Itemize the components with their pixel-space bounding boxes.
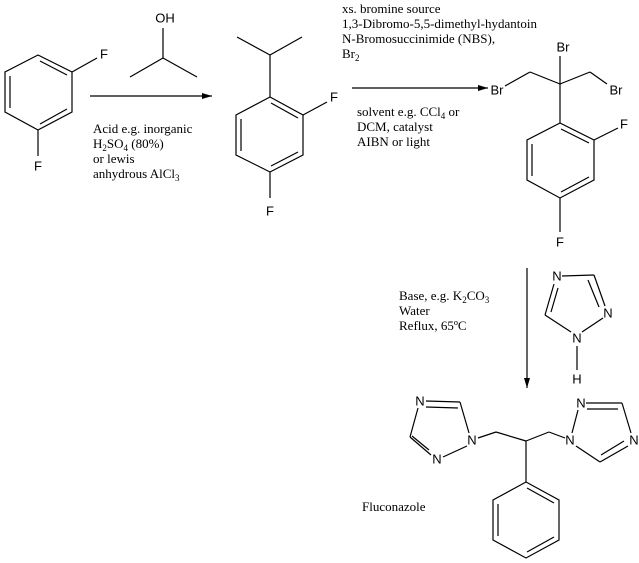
text: Base, e.g. K <box>399 288 463 303</box>
fluorine-label: F <box>330 90 338 105</box>
fluorine-label: F <box>100 47 108 62</box>
fluorine-label: F <box>556 235 564 250</box>
subscript: 4 <box>123 143 129 153</box>
subscript: 2 <box>355 53 360 63</box>
subscript: 2 <box>102 143 107 153</box>
bromine-label: Br <box>491 83 505 98</box>
subscript: 4 <box>440 111 446 121</box>
nitrogen-label: N <box>432 452 441 467</box>
tribromo-intermediate-structure: Br Br Br F F <box>491 40 629 250</box>
text: solvent e.g. CCl <box>357 104 441 119</box>
fluconazole-structure: N N N N N N <box>409 394 639 559</box>
condition-line: 1,3-Dibromo-5,5-dimethyl-hydantoin <box>342 16 537 31</box>
text: or <box>445 104 460 119</box>
difluoro-isopropylbenzene-structure: F F <box>235 36 338 219</box>
nitrogen-label: N <box>603 306 612 321</box>
text: anhydrous AlCl <box>93 166 175 181</box>
subscript: 2 <box>462 295 467 305</box>
hydrogen-label: H <box>572 372 581 387</box>
text: (80%) <box>128 136 164 151</box>
difluorobenzene-structure: F F <box>4 47 108 174</box>
condition-line: Reflux, 65ºC <box>399 318 467 333</box>
subscript: 3 <box>174 173 180 183</box>
subscript: 3 <box>484 295 490 305</box>
condition-line: DCM, catalyst <box>357 119 433 134</box>
triazole-reagent-structure: N N N H <box>544 269 613 387</box>
nitrogen-label: N <box>552 269 561 284</box>
isopropanol-structure: OH <box>129 11 198 78</box>
text: SO <box>106 136 124 151</box>
bromine-label: Br <box>610 83 624 98</box>
text: CO <box>466 288 485 303</box>
condition-line: AIBN or light <box>357 134 430 149</box>
product-name-label: Fluconazole <box>362 499 426 514</box>
text: H <box>93 136 103 151</box>
condition-line: xs. bromine source <box>342 1 441 16</box>
nitrogen-label: N <box>467 433 476 448</box>
nitrogen-label: N <box>415 394 424 409</box>
bromine-label: Br <box>557 40 571 55</box>
fluorine-label: F <box>620 117 628 132</box>
fluorine-label: F <box>266 204 274 219</box>
condition-line: solvent e.g. CCl4 or <box>357 104 460 121</box>
condition-line: Acid e.g. inorganic <box>93 121 193 136</box>
condition-line: Water <box>399 303 430 318</box>
step2-reagents: xs. bromine source 1,3-Dibromo-5,5-dimet… <box>342 1 537 63</box>
condition-line: anhydrous AlCl3 <box>93 166 192 183</box>
fluorine-label: F <box>34 159 42 174</box>
condition-line: H2SO4 (80%) <box>93 136 192 153</box>
nitrogen-label: N <box>565 433 574 448</box>
hydroxyl-label: OH <box>155 11 175 26</box>
text: Br <box>342 46 355 61</box>
condition-line: or lewis <box>93 151 135 166</box>
condition-line: Base, e.g. K2CO3 <box>399 288 490 305</box>
step3-conditions: Base, e.g. K2CO3 Water Reflux, 65ºC <box>399 288 489 333</box>
step2-conditions: solvent e.g. CCl4 or DCM, catalyst AIBN … <box>357 104 459 149</box>
condition-line: N-Bromosuccinimide (NBS), <box>342 31 496 46</box>
nitrogen-label: N <box>629 433 638 448</box>
step1-conditions: Acid e.g. inorganic H2SO4 (80%) or lewis… <box>93 121 193 183</box>
nitrogen-label: N <box>576 396 585 411</box>
condition-line: Br2 <box>342 46 537 63</box>
nitrogen-label: N <box>572 331 581 346</box>
